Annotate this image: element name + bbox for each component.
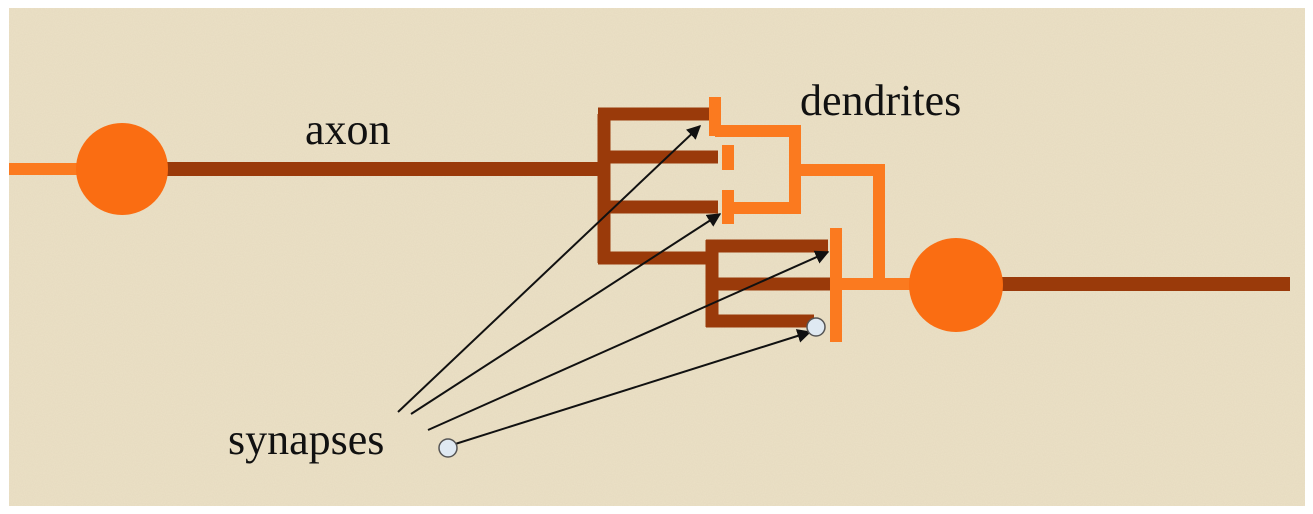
synapse-arrow-1 bbox=[397, 125, 702, 413]
synapse-arrow-4 bbox=[451, 329, 812, 446]
dendrites-label: dendrites bbox=[800, 76, 962, 125]
synapse-arrow-2 bbox=[410, 213, 722, 415]
synapse-arrows bbox=[397, 125, 830, 446]
synapses-label: synapses bbox=[228, 415, 385, 464]
soma-right bbox=[909, 238, 1003, 332]
synapse-arrow-3 bbox=[427, 250, 830, 431]
axon-label: axon bbox=[305, 105, 391, 154]
synapse-dot-lower bbox=[438, 438, 458, 458]
axon-terminal-lower bbox=[705, 239, 830, 328]
dendrite-tree bbox=[709, 97, 920, 342]
axon-terminal-upper bbox=[597, 107, 718, 265]
soma-left bbox=[76, 123, 168, 215]
synapse-dot-upper bbox=[806, 317, 826, 337]
